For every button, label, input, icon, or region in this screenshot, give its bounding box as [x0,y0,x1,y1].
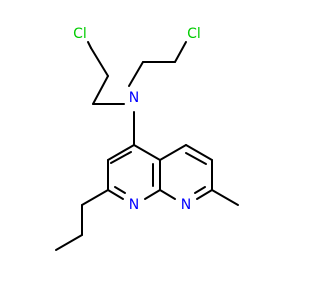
cl-right-label: Cl [187,26,201,42]
bond-c4a-c5 [159,144,187,161]
bond-c-c-left-arm-1 [90,47,109,77]
n-ring-8-label: N [181,197,191,213]
bond-c4a-c4 [133,144,161,161]
atom-n-amine: N [129,90,139,106]
bond-c2-n1 [107,189,124,200]
bond-c4-c3 [107,144,135,161]
bond-c5-c6 [185,144,213,161]
bond-n1-c8a [144,189,161,200]
atom-cl-right: Cl [187,26,201,42]
bond-c7-methyl [211,189,239,206]
n-amine-label: N [129,90,139,106]
bond-c5-c6-double [185,152,207,165]
atom-n-ring-8: N [181,197,191,213]
bond-c-c-right-arm-2 [128,61,144,87]
bond-cl1-c [87,41,92,49]
bond-c7-n8 [196,189,213,200]
n-ring-1-label: N [129,197,139,213]
bond-c2-propyl-1 [81,189,109,206]
atom-n-ring-1: N [129,197,139,213]
bond-c4-c3-double [110,151,132,164]
molecule-diagram: Cl Cl N N N [55,26,239,251]
bond-n8-c8a [159,189,176,200]
cl-left-label: Cl [73,26,87,42]
bond-c2-n1-double [114,186,126,194]
bond-propyl-3 [55,234,83,251]
bond-c-c-left-arm-2 [92,75,109,105]
atom-cl-left: Cl [73,26,87,42]
bond-cl2-c [174,41,187,63]
bond-c7-n8-double [194,186,206,194]
